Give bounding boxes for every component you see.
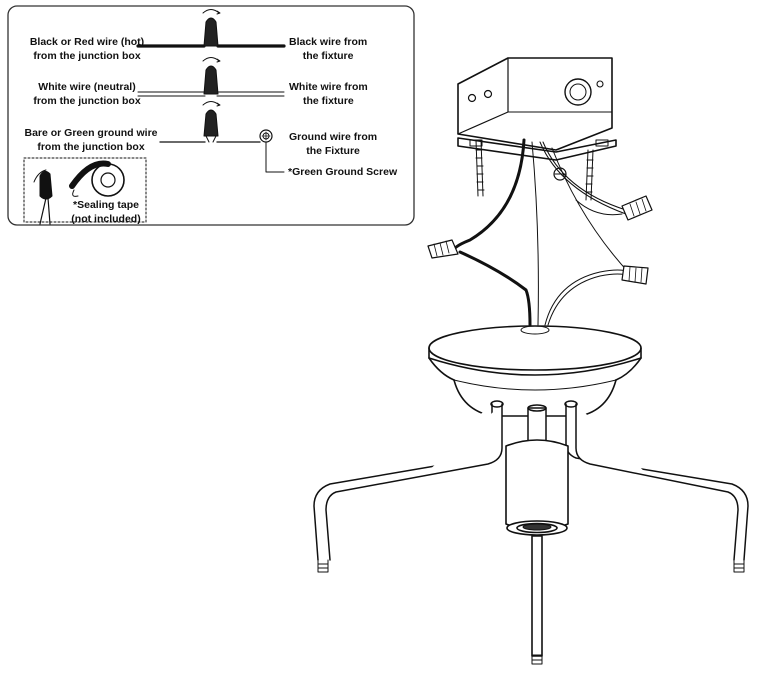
wire-nut-icon	[427, 239, 459, 259]
ground-wire-source-label: Bare or Green ground wire from the junct…	[16, 126, 166, 154]
label-line: Bare or Green ground wire	[24, 127, 158, 139]
neutral-wire-source-label: White wire (neutral) from the junction b…	[12, 80, 162, 108]
ground-wire-connection	[159, 101, 285, 173]
hot-wire-connection	[136, 9, 286, 48]
label-line: from the junction box	[33, 50, 141, 62]
neutral-wire-fixture-label: White wire from the fixture	[289, 80, 368, 108]
wire-nut-icon	[621, 195, 653, 221]
ground-screw-icon	[259, 129, 273, 143]
label-line: (not included)	[71, 213, 141, 225]
label-line: White wire (neutral)	[38, 81, 136, 93]
wire-nut-icon	[202, 9, 221, 47]
label-line: the Fixture	[306, 145, 360, 157]
label-line: the fixture	[302, 50, 354, 62]
label-line: Ground wire from	[289, 131, 378, 143]
neutral-wire-connection	[137, 57, 285, 97]
wire-nut-icon	[202, 101, 221, 143]
sealing-tape-box	[23, 157, 147, 225]
sealing-tape-label: *Sealing tape (not included)	[66, 198, 146, 226]
hot-wire-fixture-label: Black wire from the fixture	[289, 35, 367, 63]
wire-nut-icon	[621, 265, 649, 285]
fixture-arms	[313, 400, 749, 573]
label-line: White wire from	[289, 81, 368, 93]
ground-screw-label: *Green Ground Screw	[288, 166, 398, 178]
label-line: from the junction box	[37, 141, 145, 153]
wire-tape-icon	[33, 169, 53, 225]
sealing-tape-icon	[69, 160, 125, 197]
label-line: *Sealing tape	[73, 199, 139, 211]
junction-box	[457, 57, 617, 201]
fixture-wires	[452, 138, 631, 327]
label-line: the fixture	[303, 95, 354, 107]
label-line: from the junction box	[33, 95, 141, 107]
label-line: Black wire from	[289, 36, 368, 48]
label-line: Black or Red wire (hot)	[29, 36, 145, 48]
ground-wire-fixture-label: Ground wire from the Fixture	[289, 130, 377, 158]
hot-wire-source-label: Black or Red wire (hot) from the junctio…	[12, 35, 162, 63]
inset-panel	[7, 5, 415, 226]
wire-nut-icon	[202, 57, 221, 95]
socket	[505, 439, 569, 665]
canopy	[428, 325, 642, 417]
